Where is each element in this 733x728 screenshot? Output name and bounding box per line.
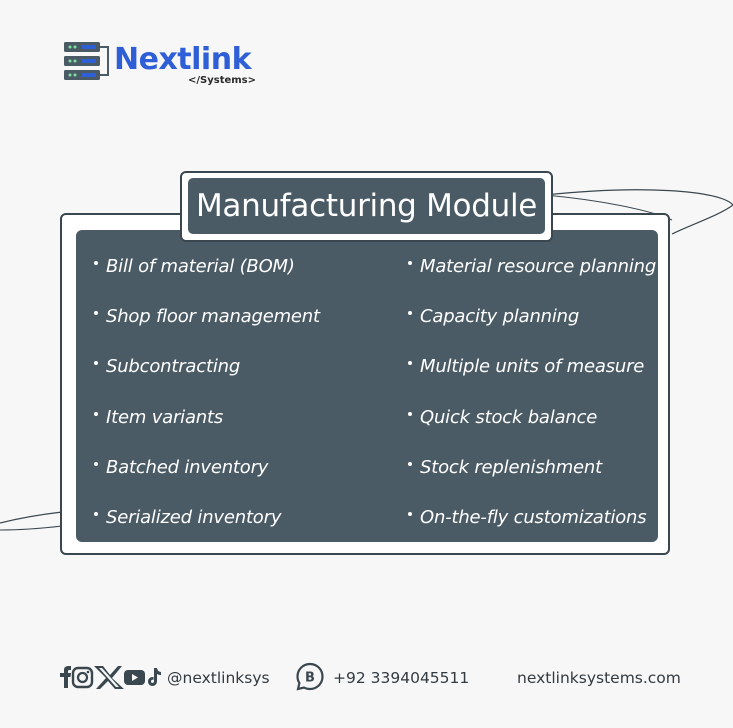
title-box: Manufacturing Module — [188, 178, 545, 234]
bullet — [94, 261, 98, 265]
bullet — [94, 512, 98, 516]
instagram-icon[interactable] — [71, 666, 94, 689]
phone-number[interactable]: +92 3394045511 — [333, 669, 470, 687]
feature-label: Quick stock balance — [420, 407, 598, 428]
feature-item: Batched inventory — [94, 457, 268, 478]
bullet — [408, 412, 412, 416]
bullet — [94, 361, 98, 365]
feature-item: On-the-fly customizations — [408, 507, 647, 528]
feature-label: Item variants — [106, 407, 224, 428]
feature-label: Shop floor management — [106, 306, 320, 327]
feature-item: Stock replenishment — [408, 457, 602, 478]
feature-label: Multiple units of measure — [420, 356, 645, 377]
feature-label: Subcontracting — [106, 356, 241, 377]
svg-text:B: B — [305, 671, 315, 686]
brand-tagline: </Systems> — [188, 75, 257, 86]
facebook-icon[interactable] — [60, 666, 71, 688]
bullet — [408, 311, 412, 315]
feature-label: Capacity planning — [420, 306, 580, 327]
feature-label: Batched inventory — [106, 457, 269, 478]
feature-label: Material resource planning — [420, 256, 657, 277]
feature-label: Bill of material (BOM) — [106, 256, 295, 277]
feature-item: Quick stock balance — [408, 407, 597, 428]
feature-item: Capacity planning — [408, 306, 579, 327]
feature-item: Multiple units of measure — [408, 356, 644, 377]
tiktok-icon[interactable] — [148, 668, 161, 686]
website-link[interactable]: nextlinksystems.com — [517, 669, 681, 687]
feature-label: On-the-fly customizations — [420, 507, 647, 528]
brand-name: Nextlink — [114, 42, 252, 77]
bullet — [408, 462, 412, 466]
social-icons — [60, 666, 161, 689]
feature-label: Stock replenishment — [420, 457, 602, 478]
feature-label: Serialized inventory — [106, 507, 282, 528]
feature-item: Item variants — [94, 407, 223, 428]
server-rack-icon — [64, 42, 109, 80]
youtube-icon[interactable] — [124, 670, 145, 685]
bullet — [94, 462, 98, 466]
social-handle[interactable]: @nextlinksys — [167, 669, 270, 687]
bullet — [94, 412, 98, 416]
bullet — [408, 261, 412, 265]
x-icon[interactable] — [94, 666, 124, 689]
bullet — [408, 361, 412, 365]
bullet — [408, 512, 412, 516]
feature-panel — [76, 230, 658, 542]
page-title: Manufacturing Module — [195, 188, 538, 224]
feature-item: Subcontracting — [94, 356, 240, 377]
feature-item: Material resource planning — [408, 256, 656, 277]
bullet — [94, 311, 98, 315]
feature-item: Bill of material (BOM) — [94, 256, 295, 277]
feature-item: Shop floor management — [94, 306, 320, 327]
whatsapp-business-icon[interactable]: B — [295, 662, 325, 692]
feature-item: Serialized inventory — [94, 507, 281, 528]
